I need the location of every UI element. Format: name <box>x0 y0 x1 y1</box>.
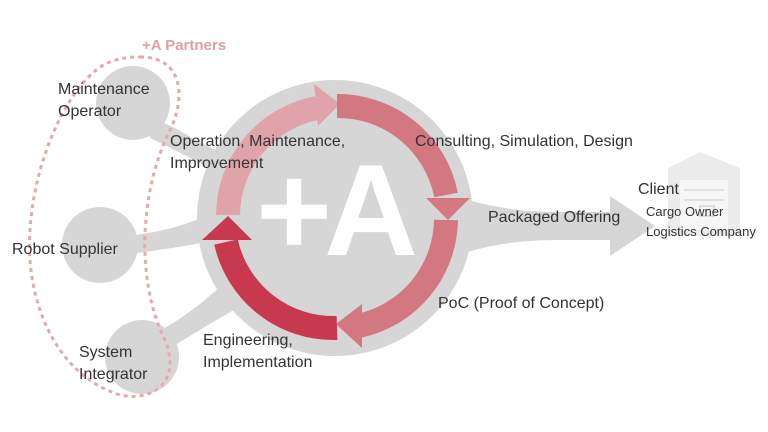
engineering-label: Engineering, Implementation <box>203 330 312 374</box>
packaged-offering-label: Packaged Offering <box>488 209 621 226</box>
operation-line-1: Operation, Maintenance, <box>170 133 346 150</box>
engineering-line-2: Implementation <box>203 354 313 371</box>
client-title: Client <box>638 181 679 198</box>
cycle-arrowhead-operation <box>314 84 340 126</box>
robot-supplier-label: Robot Supplier <box>12 241 118 258</box>
maintenance-operator-label: Maintenance Operator <box>58 79 150 123</box>
poc-label: PoC (Proof of Concept) <box>438 295 605 312</box>
client-cargo-owner: Cargo Owner <box>646 204 724 219</box>
operation-label: Operation, Maintenance, Improvement <box>170 131 345 175</box>
integrator-line-2: Integrator <box>79 366 148 383</box>
partners-title: +A Partners <box>142 37 227 54</box>
consulting-label: Consulting, Simulation, Design <box>415 133 633 150</box>
warehouse-icon <box>668 152 740 236</box>
client-logistics-company: Logistics Company <box>646 224 756 239</box>
cycle-arrowhead-consulting <box>426 198 470 220</box>
center-logo: +A <box>256 137 418 283</box>
partners-outline <box>27 55 181 398</box>
cycle-arrow-operation <box>216 96 320 216</box>
operation-line-2: Improvement <box>170 155 264 172</box>
offering-arrow <box>430 190 655 265</box>
cycle-arrowhead-engineering <box>202 216 252 240</box>
cycle-arrow-consulting <box>336 93 458 198</box>
maintenance-line-1: Maintenance <box>58 81 150 98</box>
integrator-circle <box>105 320 179 394</box>
robot-circle <box>62 207 138 283</box>
integrator-line-1: System <box>79 344 133 361</box>
maintenance-line-2: Operator <box>58 103 122 120</box>
cycle-arrow-poc <box>355 219 458 338</box>
engineering-line-1: Engineering, <box>203 332 293 349</box>
cycle-arrow-engineering <box>214 239 338 341</box>
maintenance-circle <box>96 66 170 140</box>
system-integrator-label: System Integrator <box>79 342 147 386</box>
cycle-arrowhead-poc <box>336 304 362 348</box>
